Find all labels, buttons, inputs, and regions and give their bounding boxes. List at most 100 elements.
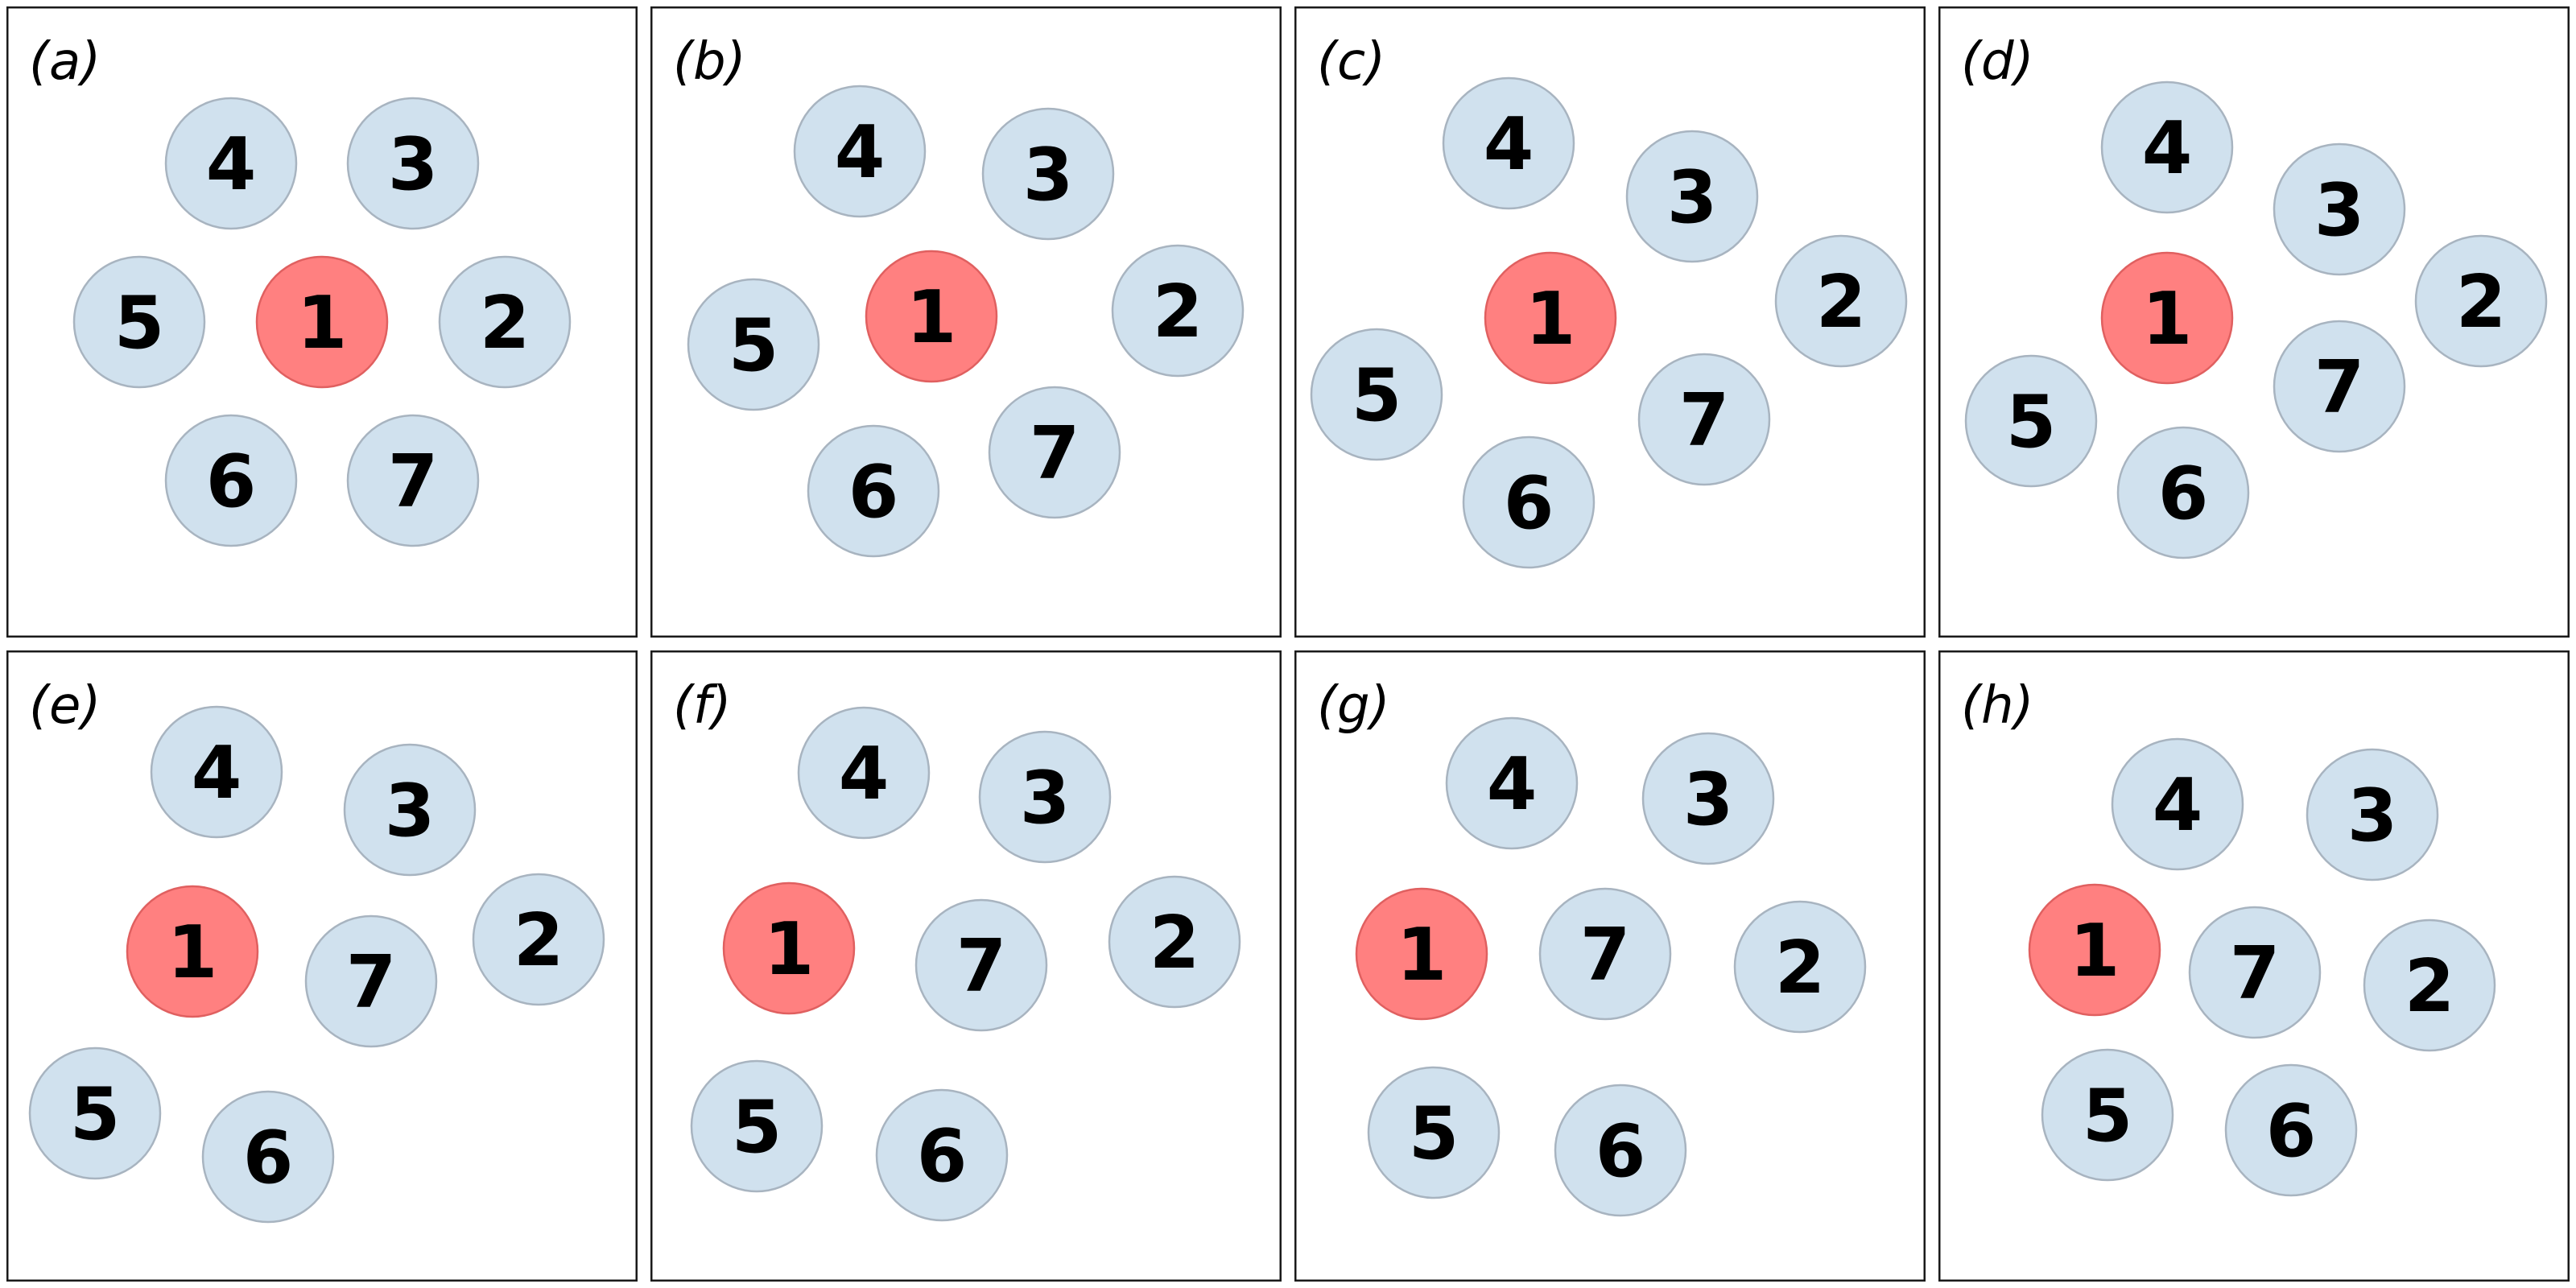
panel-label: (d) <box>1961 32 2034 92</box>
panel-label: (e) <box>29 676 101 736</box>
disk: 2 <box>438 255 572 389</box>
disk: 5 <box>1367 1066 1501 1199</box>
highlighted-disk-circle <box>2100 251 2234 385</box>
disk-label: 2 <box>1153 270 1203 354</box>
disk-circle <box>164 414 298 547</box>
disk-circle <box>343 743 477 877</box>
disk-label: 7 <box>1030 411 1080 496</box>
disk-circle <box>807 424 940 558</box>
disk-label: 3 <box>1667 155 1718 240</box>
disk-label: 5 <box>70 1072 121 1157</box>
panel-label: (h) <box>1961 676 2034 736</box>
disk-circle <box>2306 748 2439 881</box>
disk-label: 1 <box>906 275 957 360</box>
disk-label: 7 <box>956 924 1007 1009</box>
disk: 4 <box>793 85 927 218</box>
disk-circle <box>687 278 820 411</box>
disk-circle <box>1641 732 1775 865</box>
disk-label: 4 <box>206 122 257 207</box>
disk: 6 <box>2224 1063 2358 1197</box>
disk-label: 2 <box>2456 260 2507 345</box>
disk-label: 5 <box>2083 1074 2133 1158</box>
disk-label: 7 <box>1679 378 1730 463</box>
disk: 4 <box>797 706 931 840</box>
disk: 7 <box>988 386 1121 519</box>
highlighted-disk: 1 <box>1355 887 1488 1021</box>
disk-circle <box>1774 234 1908 368</box>
disk-label: 2 <box>1775 926 1826 1010</box>
disk: 6 <box>201 1090 335 1224</box>
disk-label: 6 <box>848 450 899 535</box>
disk-circle <box>346 97 480 230</box>
disk: 4 <box>2111 737 2244 871</box>
disk-label: 5 <box>1352 353 1402 438</box>
disk: 2 <box>2414 234 2548 368</box>
disk: 2 <box>1108 875 1241 1009</box>
disk: 2 <box>472 873 605 1006</box>
disk: 5 <box>687 278 820 411</box>
disk-label: 6 <box>2158 452 2209 536</box>
disk-circle <box>346 414 480 547</box>
disk-label: 4 <box>1484 102 1534 187</box>
disk-label: 1 <box>764 907 815 992</box>
disk: 4 <box>2100 80 2234 214</box>
disk-label: 7 <box>388 440 439 524</box>
disk-label: 5 <box>2006 380 2057 464</box>
disk-label: 6 <box>2266 1089 2317 1174</box>
disk-label: 6 <box>1596 1109 1646 1194</box>
disk-label: 6 <box>206 440 257 524</box>
disk-label: 1 <box>2070 909 2120 993</box>
disk: 7 <box>2188 906 2322 1039</box>
disk-label: 4 <box>2153 763 2203 848</box>
disk-label: 7 <box>346 940 397 1025</box>
disk-circle <box>797 706 931 840</box>
disk: 3 <box>343 743 477 877</box>
highlighted-disk-circle <box>1484 251 1617 385</box>
disk: 2 <box>1733 900 1867 1034</box>
highlighted-disk: 1 <box>2028 883 2161 1017</box>
disk-circle <box>793 85 927 218</box>
disk: 2 <box>2363 919 2496 1052</box>
disk-circle <box>1733 900 1867 1034</box>
highlighted-disk: 1 <box>255 255 389 389</box>
disk-circle <box>690 1059 824 1193</box>
disk-circle <box>1445 716 1579 850</box>
disk: 5 <box>1310 328 1443 461</box>
disk-label: 7 <box>2230 931 2281 1016</box>
disk-circle <box>2100 80 2234 214</box>
disk-label: 3 <box>1683 758 1734 842</box>
disk: 7 <box>2273 320 2406 453</box>
disk-circle <box>1538 887 1672 1021</box>
disk-label: 6 <box>243 1116 294 1200</box>
highlighted-disk-circle <box>865 250 998 383</box>
disk-label: 3 <box>388 122 439 207</box>
disk: 3 <box>981 107 1115 241</box>
disk-circle <box>988 386 1121 519</box>
disk: 6 <box>164 414 298 547</box>
disk: 7 <box>1538 887 1672 1021</box>
disk: 4 <box>164 97 298 230</box>
panel-label: (a) <box>29 32 101 92</box>
disk-circle <box>304 914 438 1048</box>
disk-label: 3 <box>2347 774 2398 858</box>
highlighted-disk-circle <box>126 885 259 1018</box>
disk-circle <box>1111 244 1245 378</box>
disk-circle <box>1554 1084 1687 1217</box>
disk-circle <box>1964 354 2098 488</box>
disk-circle <box>1108 875 1241 1009</box>
disk-label: 1 <box>167 910 218 995</box>
disk: 7 <box>1637 353 1771 486</box>
disk-circle <box>981 107 1115 241</box>
disk: 5 <box>2041 1048 2174 1182</box>
disk: 6 <box>875 1088 1009 1222</box>
disk-label: 7 <box>2314 345 2365 430</box>
highlighted-disk-circle <box>255 255 389 389</box>
disk-circle <box>472 873 605 1006</box>
disk: 4 <box>1445 716 1579 850</box>
disk-label: 5 <box>732 1085 782 1170</box>
disk-label: 3 <box>1023 133 1074 217</box>
